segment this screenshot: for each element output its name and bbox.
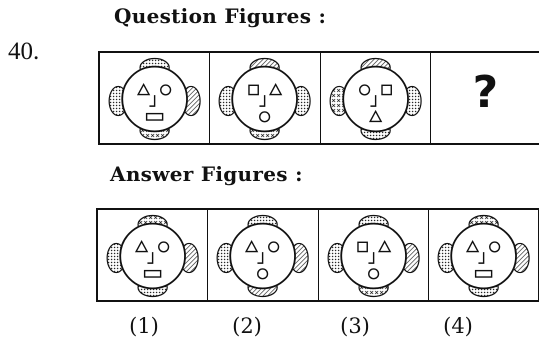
right-eye-square (380, 84, 392, 96)
question-number: 40. (8, 38, 40, 65)
mouth-triangle (368, 109, 382, 123)
answer-figure-4[interactable] (429, 210, 538, 300)
right-eye-triangle (269, 82, 283, 96)
face-figure (108, 57, 201, 141)
mouth-circle (367, 268, 379, 280)
mouth-rectangle (143, 269, 162, 278)
face-figure (327, 214, 420, 298)
answer-labels: (1) (2) (3) (4) (96, 314, 536, 344)
left-eye-circle (358, 84, 370, 96)
left-eye-square (356, 241, 368, 253)
face-figure (216, 214, 309, 298)
right-eye-triangle (377, 239, 391, 253)
right-eye-circle (488, 241, 500, 253)
answer-figures-heading: Answer Figures : (110, 162, 303, 186)
right-eye-circle (268, 241, 280, 253)
right-eye-circle (158, 241, 170, 253)
question-figure-missing: ? (431, 53, 539, 143)
nose (369, 95, 376, 107)
left-eye-square (248, 84, 260, 96)
question-figure-3 (321, 53, 431, 143)
answer-figure-2[interactable] (208, 210, 319, 300)
question-figures-strip: ? (98, 51, 539, 145)
right-eye-circle (160, 84, 172, 96)
question-figures-heading: Question Figures : (114, 4, 327, 28)
nose (259, 95, 266, 107)
nose (478, 252, 485, 264)
mouth-rectangle (474, 269, 493, 278)
face-figure (106, 214, 199, 298)
answer-figure-3[interactable] (319, 210, 429, 300)
face-figure (329, 57, 422, 141)
missing-figure-question-mark: ? (472, 67, 499, 118)
mouth-rectangle (145, 112, 164, 121)
face-figure (437, 214, 530, 298)
answer-label-3[interactable]: (3) (340, 314, 370, 338)
left-eye-triangle (465, 239, 480, 253)
answer-label-4[interactable]: (4) (443, 314, 473, 338)
left-eye-triangle (245, 239, 259, 253)
face-figure (218, 57, 311, 141)
answer-figures-strip (96, 208, 539, 302)
answer-figure-1[interactable] (98, 210, 209, 300)
nose (367, 252, 374, 264)
answer-label-2[interactable]: (2) (232, 314, 262, 338)
question-figure-1 (100, 53, 211, 143)
mouth-circle (257, 268, 269, 280)
mouth-circle (259, 111, 271, 123)
nose (149, 95, 156, 107)
answer-label-1[interactable]: (1) (129, 314, 159, 338)
left-eye-triangle (136, 82, 151, 96)
nose (147, 252, 154, 264)
left-eye-triangle (134, 239, 149, 253)
nose (257, 252, 264, 264)
question-figure-2 (210, 53, 321, 143)
